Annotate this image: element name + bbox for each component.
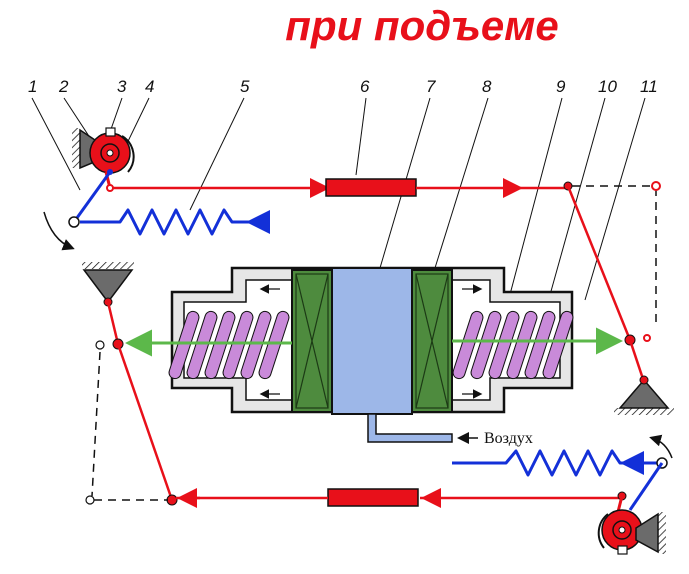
label-5: 5 (240, 77, 250, 96)
top-right-dashed (572, 185, 657, 325)
brake-cylinder (125, 266, 623, 444)
chamber-arrows (259, 284, 483, 399)
label-4: 4 (145, 77, 154, 96)
left-dashed (91, 351, 168, 501)
top-rod (112, 178, 573, 198)
label-6: 6 (360, 77, 370, 96)
label-8: 8 (482, 77, 492, 96)
label-1: 1 (28, 77, 37, 96)
left-support (82, 262, 134, 307)
right-piston (411, 269, 453, 413)
left-incline-rod (106, 301, 120, 345)
label-3: 3 (117, 77, 127, 96)
top-brake-wheel (89, 127, 135, 174)
bottom-rotation-arrow (649, 434, 673, 459)
diagram-title: при подъеме (285, 2, 558, 49)
left-spring (168, 310, 290, 380)
bottom-right-wall (635, 512, 666, 554)
label-9: 9 (556, 77, 566, 96)
top-lever-blue (72, 171, 112, 223)
bottom-adjuster (327, 488, 419, 507)
label-11: 11 (640, 77, 658, 96)
air-chamber (331, 267, 413, 415)
bottom-spring (452, 449, 660, 477)
bottom-lever-blue (628, 462, 664, 511)
bottom-brake-wheel (597, 509, 643, 555)
air-label: Воздух (484, 430, 533, 447)
top-rotation-arrow (43, 211, 75, 251)
label-group: 1 2 3 4 5 6 7 8 9 10 11 (28, 77, 658, 96)
air-inlet-pipe (367, 413, 453, 443)
right-support (614, 375, 674, 415)
top-spring (80, 208, 270, 236)
label-7: 7 (426, 77, 436, 96)
top-adjuster (325, 178, 417, 197)
right-spring (452, 310, 574, 380)
bottom-rod (176, 488, 627, 513)
label-2: 2 (58, 77, 69, 96)
left-piston (291, 269, 333, 413)
right-incline-rod (566, 185, 632, 341)
label-10: 10 (598, 77, 617, 96)
